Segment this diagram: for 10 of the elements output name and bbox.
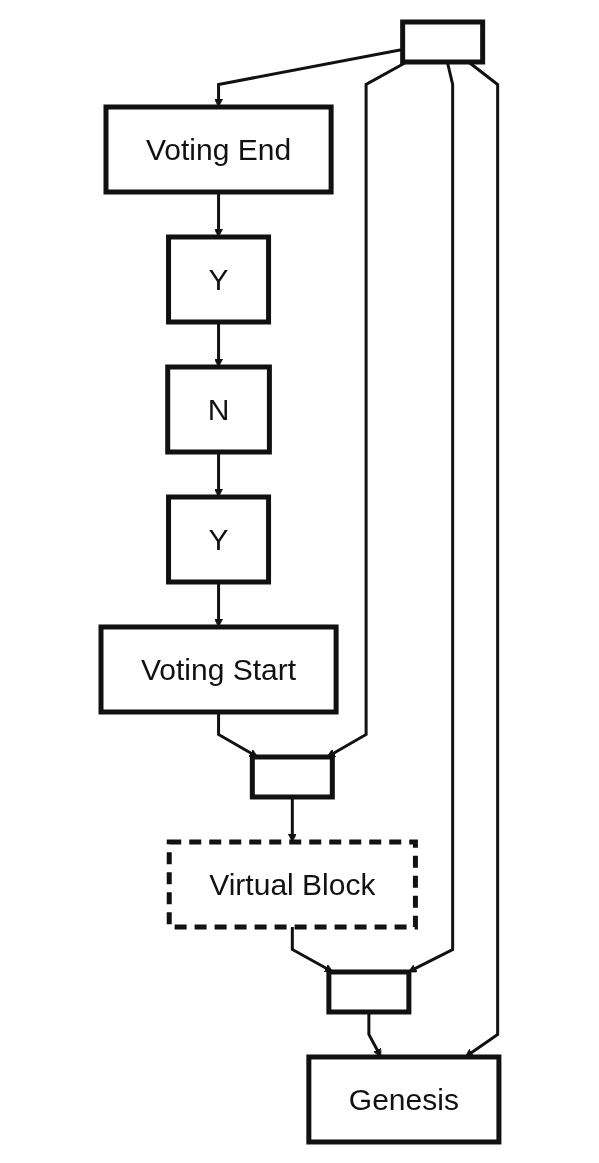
node-box: Voting Start <box>98 624 339 714</box>
node-box: Y <box>165 494 271 584</box>
node-box: Voting End <box>103 104 334 194</box>
node-box <box>325 969 411 1014</box>
node-box: Genesis <box>305 1054 501 1144</box>
node-box <box>399 19 485 64</box>
node-box <box>249 754 335 799</box>
node-box: Y <box>165 234 271 324</box>
node-box: N <box>164 364 272 454</box>
node-box: Virtual Block <box>166 839 418 929</box>
